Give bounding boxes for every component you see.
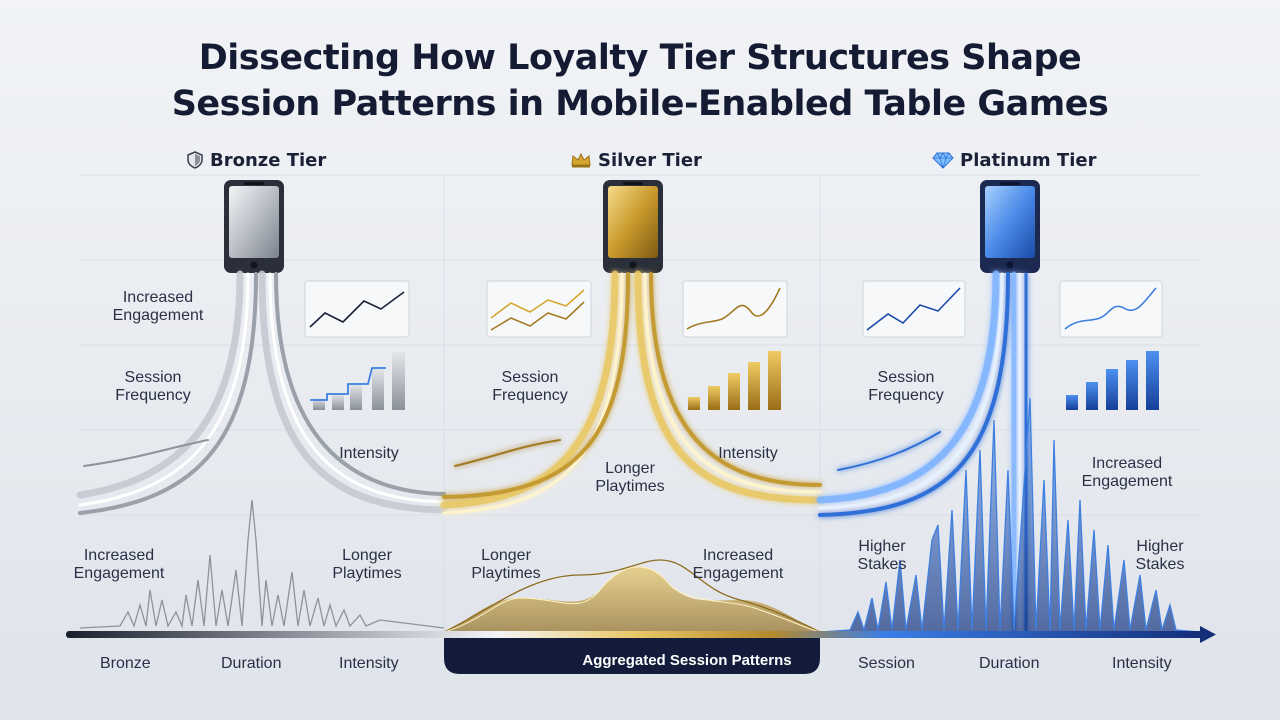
page-title-line1: Dissecting How Loyalty Tier Structures S… xyxy=(198,38,1082,78)
bronze-streams xyxy=(76,270,448,515)
platinum-phone xyxy=(980,180,1040,273)
platinum-line-card-right xyxy=(1059,280,1163,338)
platinum-label-higher-stakes-right: Higher Stakes xyxy=(1135,538,1185,573)
bronze-bar-chart xyxy=(310,352,405,410)
silver-label-session-frequency: Session Frequency xyxy=(492,369,568,404)
silver-area-distribution xyxy=(443,559,821,633)
bronze-label-session-frequency: Session Frequency xyxy=(115,369,191,404)
tier-name: Bronze Tier xyxy=(210,149,327,171)
crown-icon xyxy=(571,152,591,168)
bronze-label-bottom-left: Increased Engagement xyxy=(73,547,165,582)
tier-name: Silver Tier xyxy=(598,149,702,171)
platinum-spike-distribution xyxy=(819,397,1201,633)
tier-heading-silver: Silver Tier xyxy=(570,146,702,174)
bronze-spike-distribution xyxy=(79,499,445,629)
tier-heading-platinum: Platinum Tier xyxy=(932,146,1096,174)
page-title-line2: Session Patterns in Mobile-Enabled Table… xyxy=(171,84,1109,124)
platinum-label-session-frequency: Session Frequency xyxy=(868,369,944,404)
shield-icon xyxy=(187,151,203,169)
axis-label-intensity: Intensity xyxy=(339,655,399,672)
platinum-label-increased-engagement: Increased Engagement xyxy=(1081,455,1173,490)
axis-label-duration: Duration xyxy=(221,655,282,672)
silver-line-card-right xyxy=(682,280,788,338)
bronze-label-increased-engagement: Increased Engagement xyxy=(112,289,204,324)
timeline-axis xyxy=(66,626,1216,643)
platinum-bar-chart xyxy=(1066,351,1159,410)
silver-label-longer-playtimes: Longer Playtimes xyxy=(595,460,665,495)
silver-bar-chart xyxy=(688,351,781,410)
bronze-label-intensity: Intensity xyxy=(339,445,399,462)
silver-streams xyxy=(440,270,824,515)
silver-line-card-left xyxy=(486,280,592,338)
silver-label-bottom-right: Increased Engagement xyxy=(692,547,784,582)
aggregated-pill xyxy=(444,638,820,674)
silver-phone xyxy=(603,180,663,273)
axis-label-bronze: Bronze xyxy=(100,655,151,672)
platinum-line-card-left xyxy=(862,280,966,338)
tier-heading-bronze: Bronze Tier xyxy=(186,146,326,174)
aggregated-session-patterns-label: Aggregated Session Patterns xyxy=(582,652,792,669)
bronze-label-bottom-right: Longer Playtimes xyxy=(332,547,402,582)
bronze-phone xyxy=(224,180,284,273)
diamond-icon xyxy=(932,152,954,169)
axis-label-session: Session xyxy=(858,655,915,672)
tier-name: Platinum Tier xyxy=(960,149,1097,171)
axis-label-intensity-right: Intensity xyxy=(1112,655,1172,672)
silver-label-intensity: Intensity xyxy=(718,445,778,462)
silver-label-bottom-left: Longer Playtimes xyxy=(471,547,541,582)
bronze-line-card xyxy=(304,280,410,338)
axis-label-duration-right: Duration xyxy=(979,655,1040,672)
platinum-label-higher-stakes-left: Higher Stakes xyxy=(857,538,907,573)
